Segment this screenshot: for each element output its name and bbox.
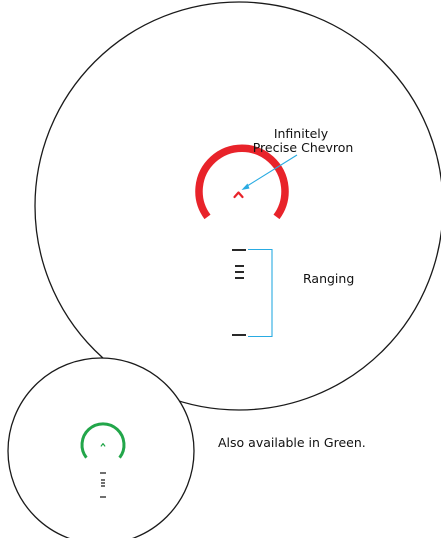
ranging-hash-marks — [232, 249, 246, 336]
green-horseshoe-ring — [80, 422, 126, 459]
red-reticle — [195, 144, 289, 220]
green-availability-label: Also available in Green. — [218, 435, 366, 450]
chevron-label: Infinitely Precise Chevron — [253, 126, 354, 155]
ranging-label: Ranging — [303, 271, 354, 286]
green-chevron-icon — [100, 443, 106, 447]
chevron-callout-arrowhead — [241, 183, 250, 190]
red-chevron-icon — [233, 191, 244, 199]
green-reticle — [80, 422, 126, 459]
small-scope-view — [7, 357, 195, 538]
small-ranging-hash-marks — [100, 472, 106, 498]
chevron-label-line1: Infinitely — [274, 126, 329, 141]
red-horseshoe-ring — [195, 144, 289, 220]
chevron-label-line2: Precise Chevron — [253, 140, 354, 155]
ranging-bracket — [248, 248, 273, 338]
large-scope-view — [34, 1, 441, 411]
chevron-callout-line — [243, 154, 298, 189]
